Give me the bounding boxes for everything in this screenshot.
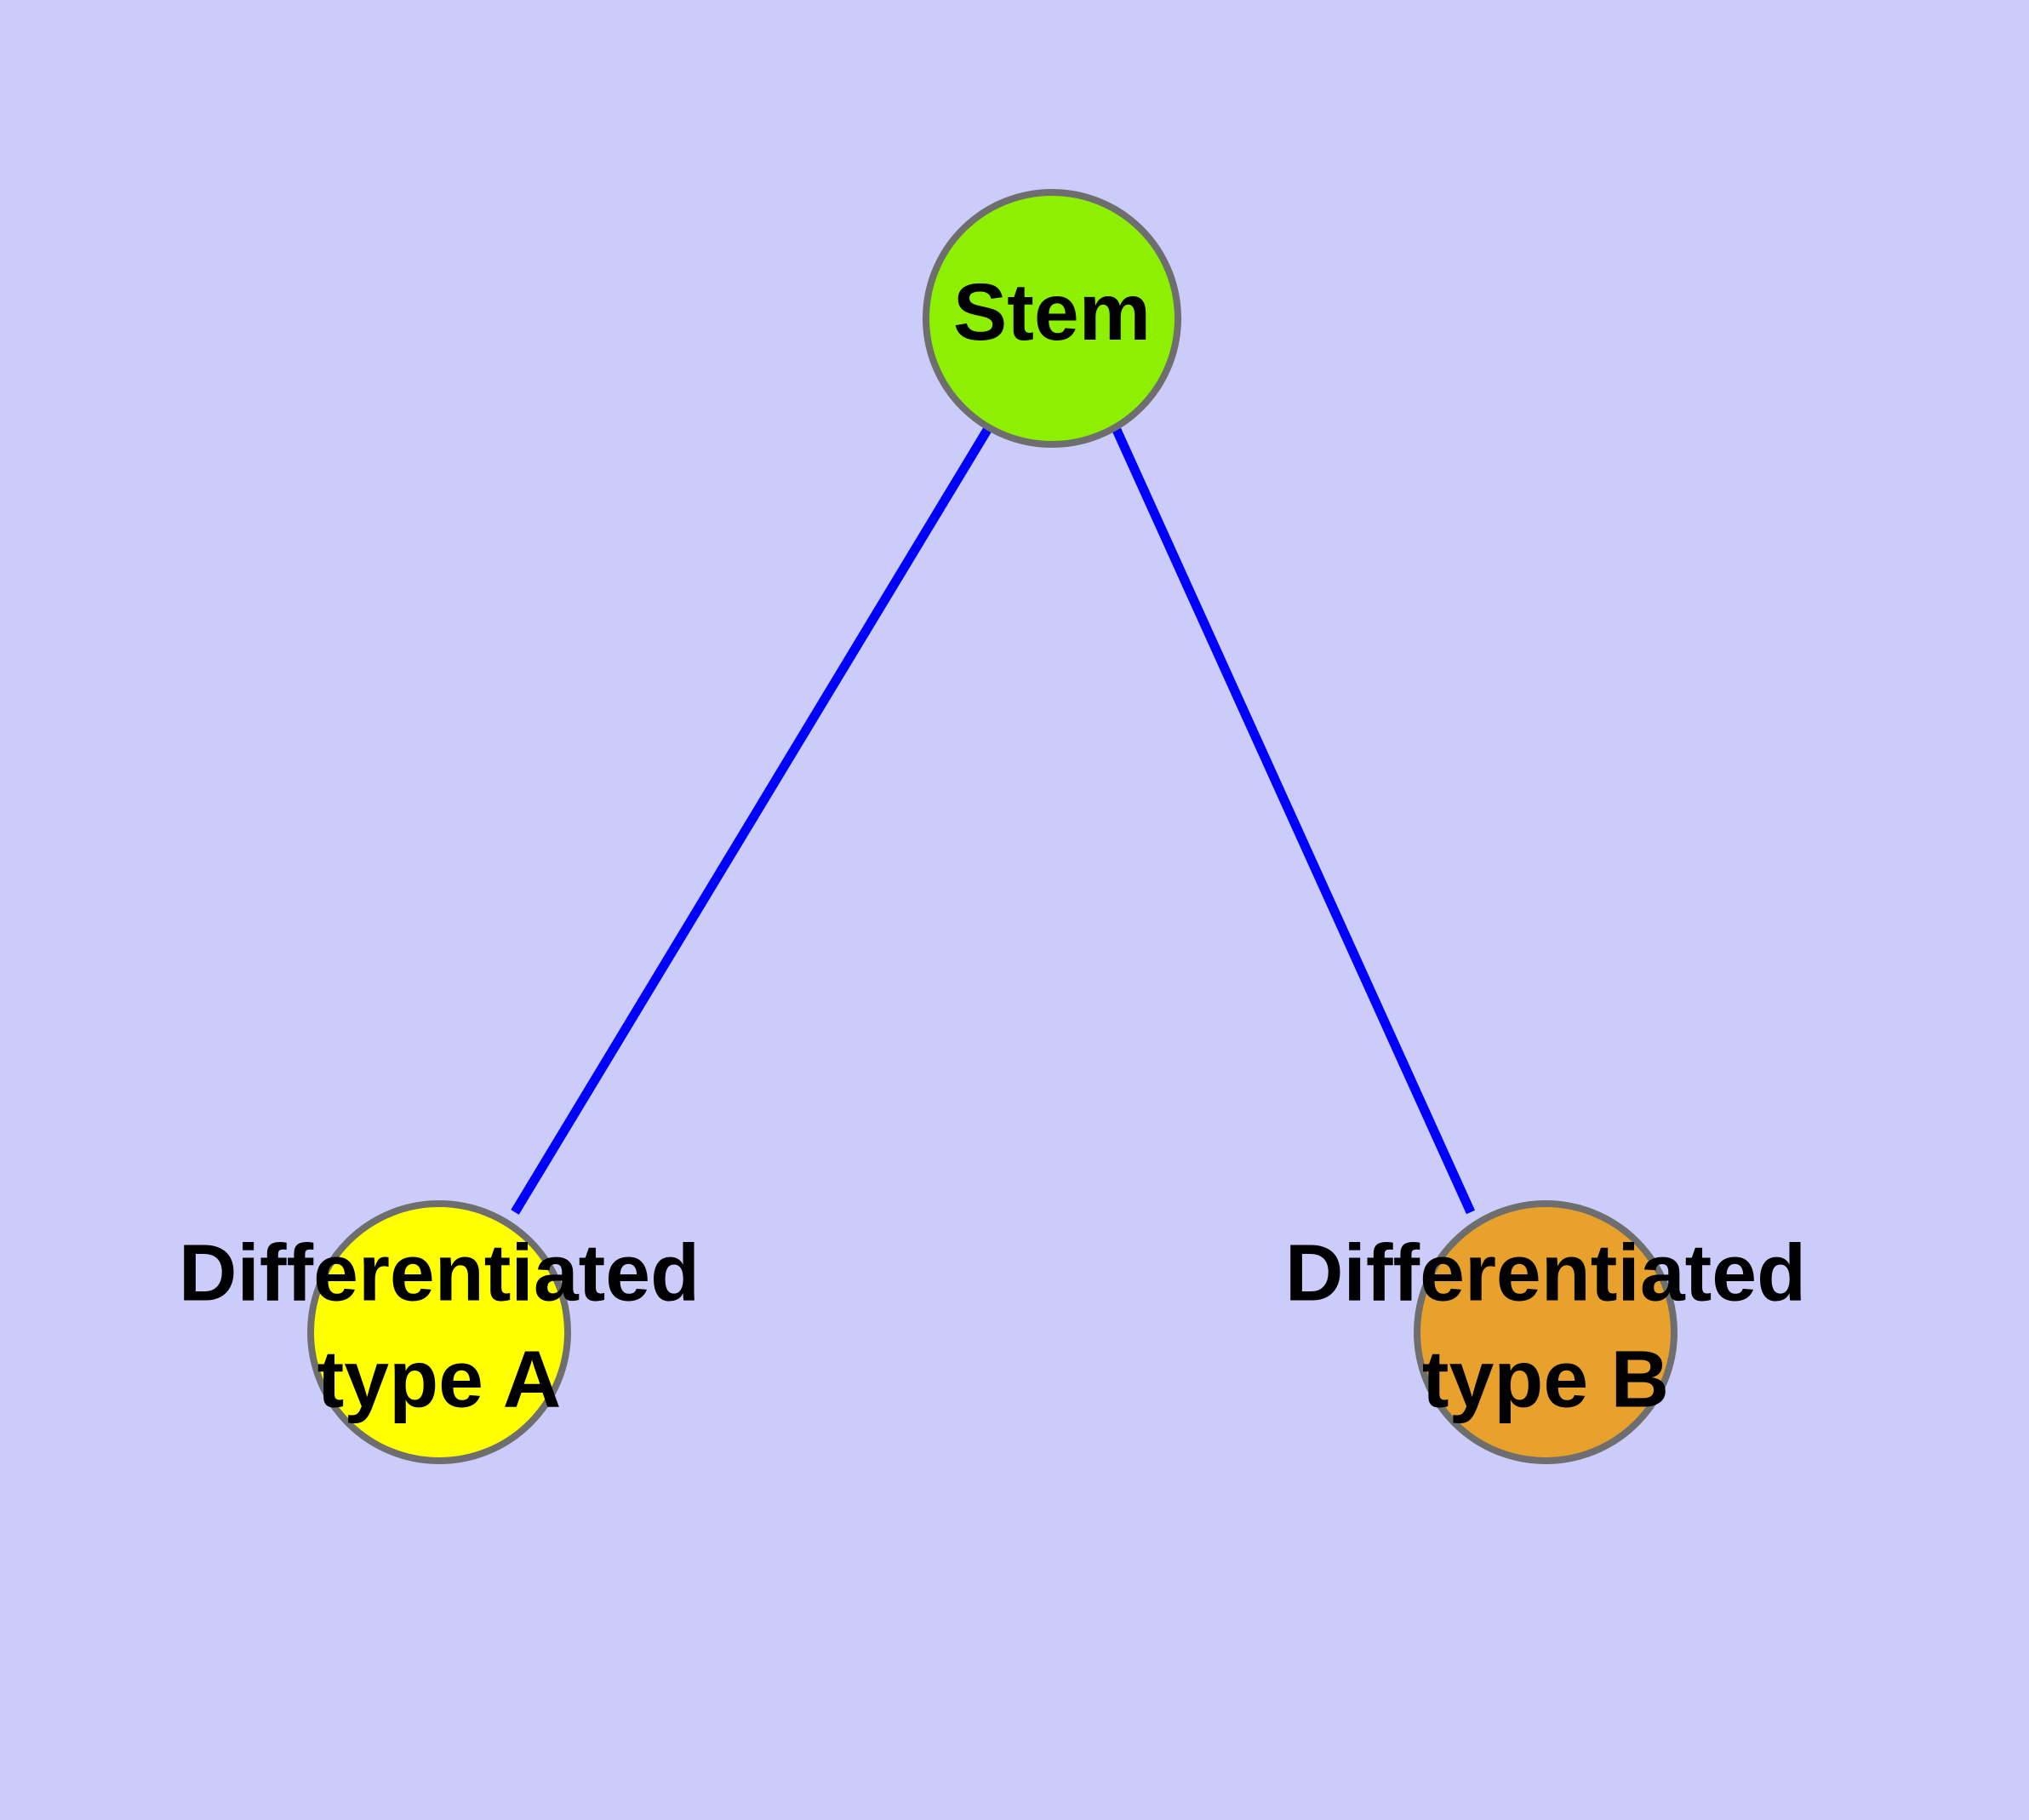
node-differentiated-type-a-circle[interactable] [307, 1200, 571, 1464]
edges-layer [511, 427, 1476, 1215]
edge-stem-to-differentiated-type-b[interactable] [1112, 427, 1476, 1215]
node-stem-label: Stem [953, 267, 1151, 358]
node-stem-circle[interactable] [923, 189, 1181, 448]
node-differentiated-type-b-circle[interactable] [1414, 1200, 1677, 1464]
edge-stem-to-differentiated-type-a[interactable] [511, 427, 992, 1215]
node-stem[interactable]: Stem [923, 189, 1181, 448]
